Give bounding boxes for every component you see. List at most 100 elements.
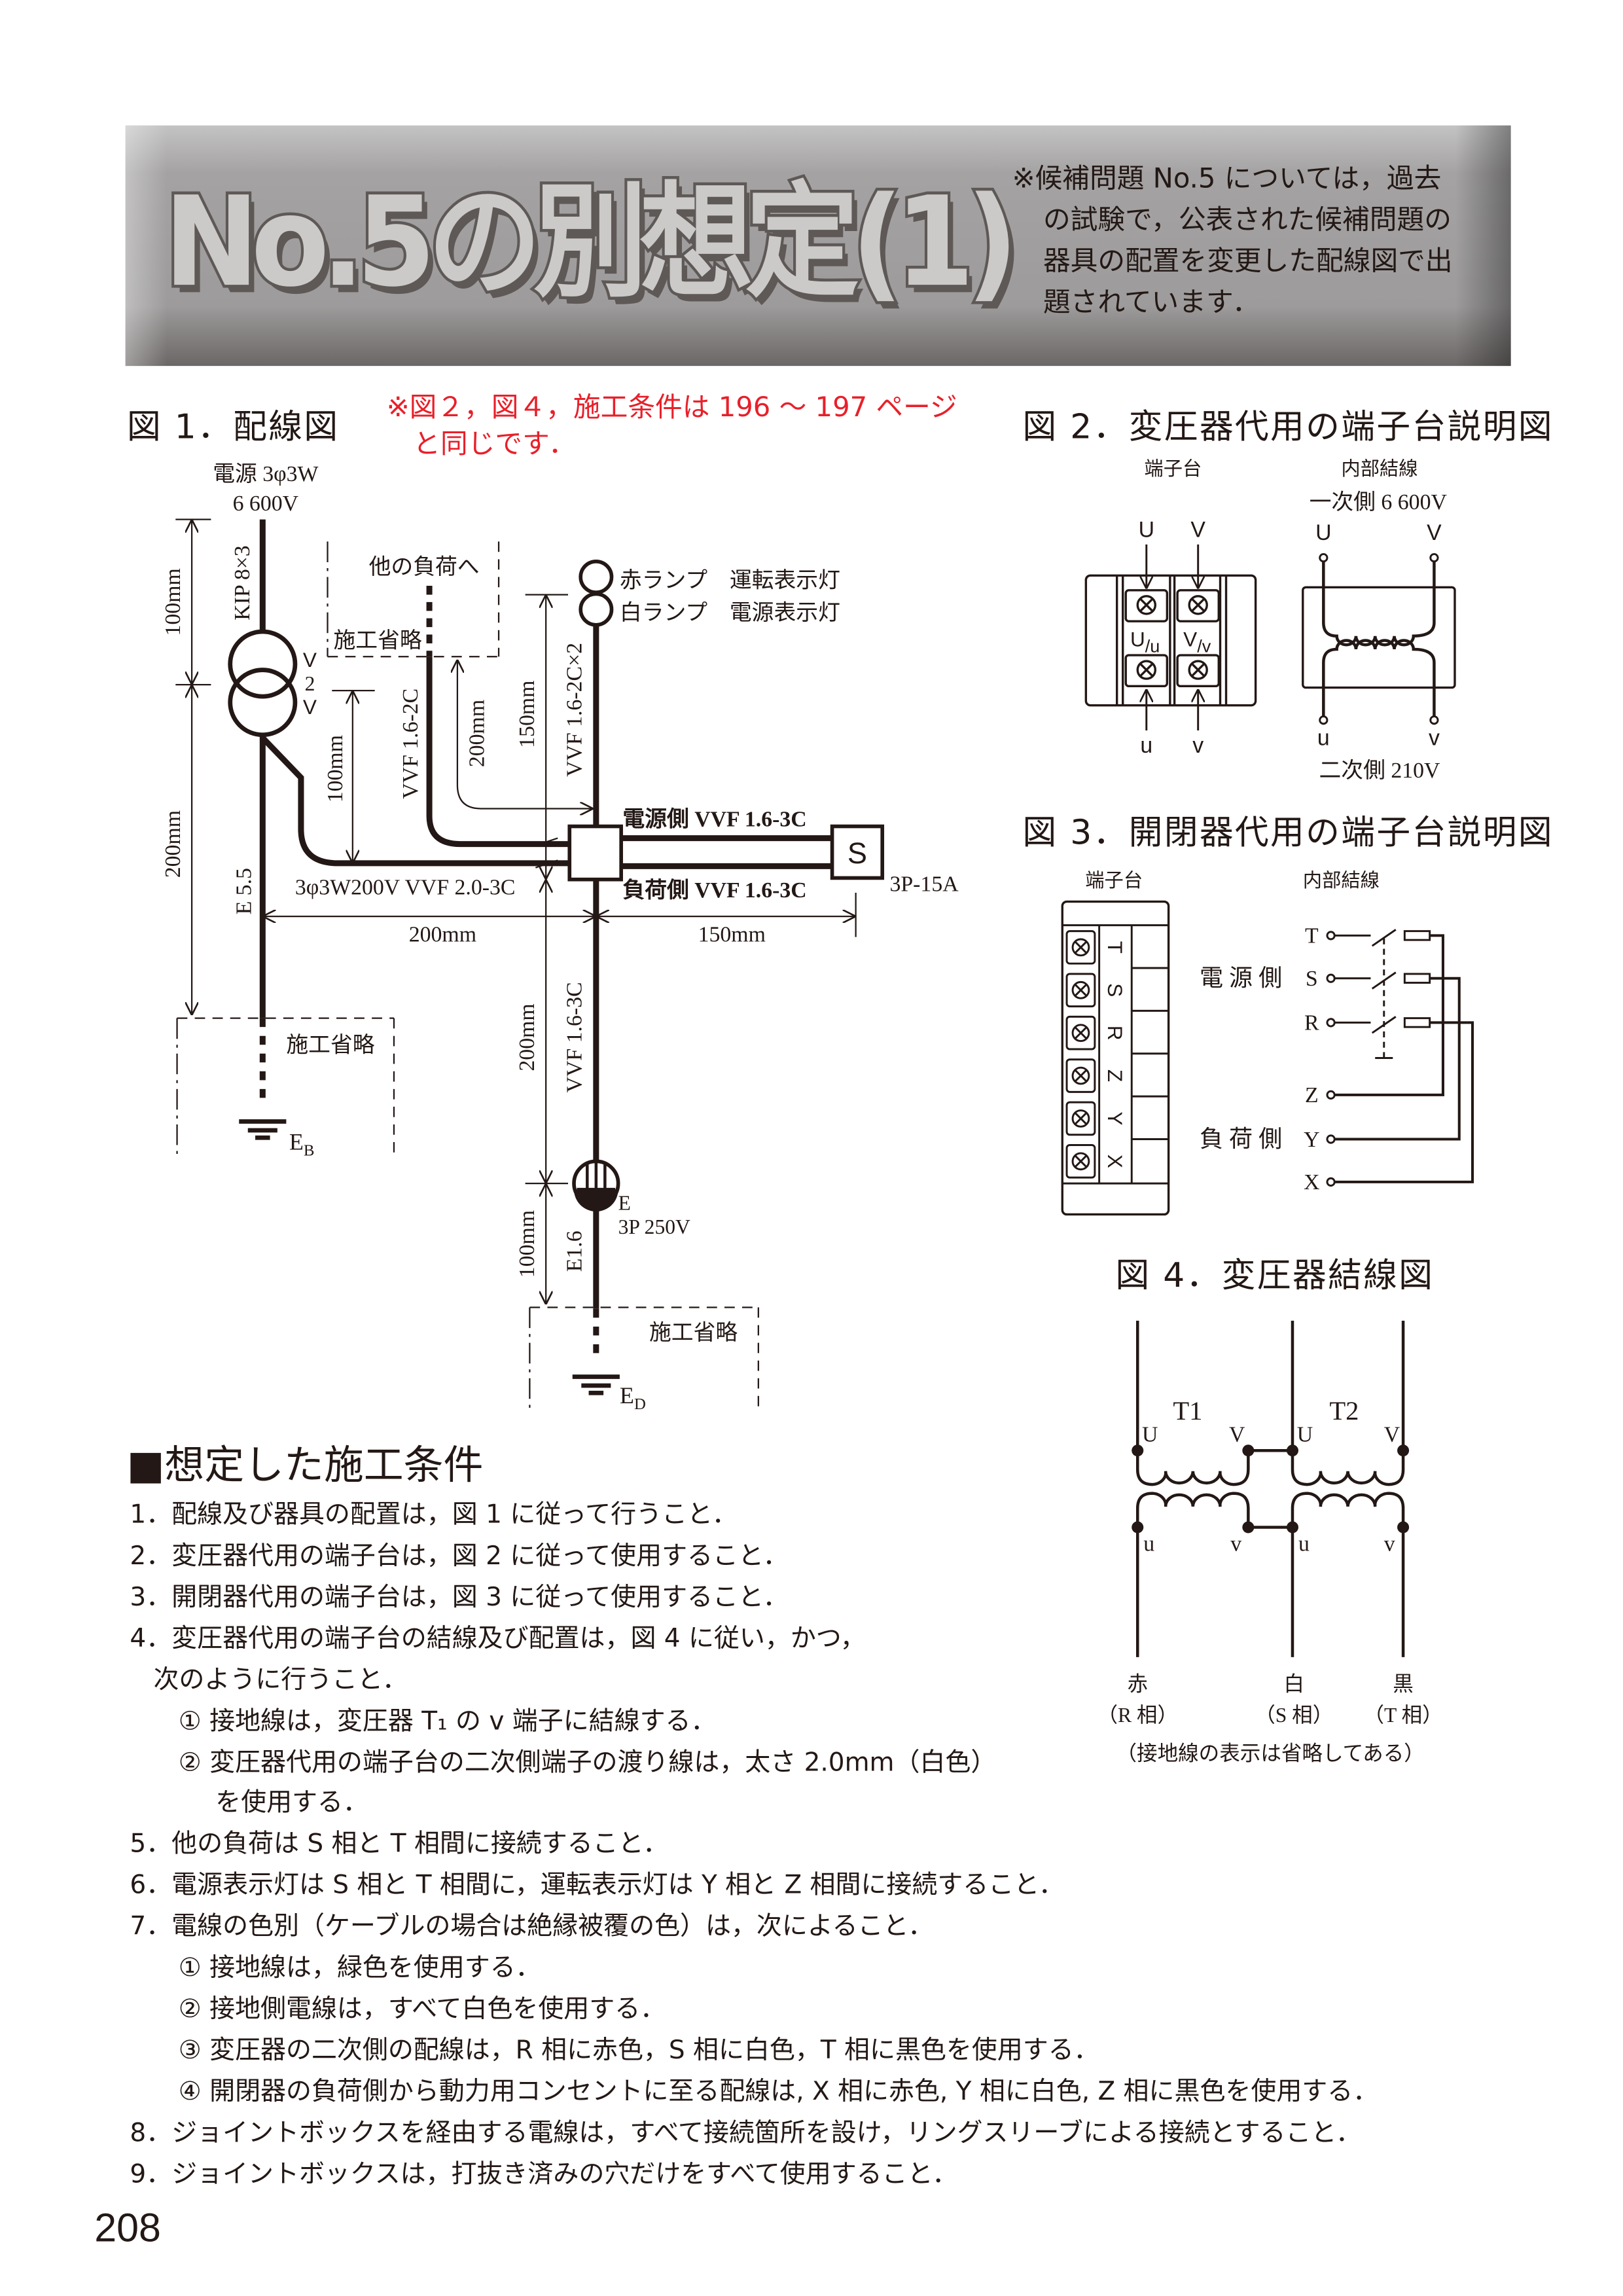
fig3-switch-terminal: 端子台 内部結線 T S R Z Y X xyxy=(1061,870,1474,1216)
block-label-T: T xyxy=(1103,941,1127,954)
t2-label: T2 xyxy=(1329,1396,1359,1426)
t2-U: U xyxy=(1297,1423,1313,1447)
dim-200mm-low: 200mm xyxy=(515,1003,539,1071)
t2-v: v xyxy=(1384,1532,1395,1556)
uu-label: U/u xyxy=(1130,627,1160,656)
terminal-dots xyxy=(1132,1444,1410,1534)
condition-line: 6．電源表示灯は S 相と T 相間に，運転表示灯は Y 相と Z 相間に接続す… xyxy=(130,1871,1064,1901)
red-note-line: ※図２，図４，施工条件は 196 ～ 197 ページ xyxy=(386,392,957,424)
condition-line: ② 接地側電線は，すべて白色を使用する． xyxy=(178,1995,666,2025)
banner-note-line: 器具の配置を変更した配線図で出 xyxy=(1043,246,1453,278)
condition-line: ④ 開閉器の負荷側から動力用コンセントに至る配線は, X 相に赤色, Y 相に白… xyxy=(178,2077,1379,2108)
outlet-e-label: E xyxy=(618,1192,631,1215)
phase-t: （T 相） xyxy=(1363,1704,1442,1727)
condition-line: 1．配線及び器具の配置は，図 1 に従って行うこと． xyxy=(130,1500,738,1530)
conditions-heading: ■想定した施工条件 xyxy=(126,1443,484,1489)
omitted-label: 施工省略 xyxy=(286,1032,374,1057)
switch-rating: 3P-15A xyxy=(889,872,959,897)
condition-line: ① 接地線は，変圧器 T₁ の v 端子に結線する． xyxy=(178,1707,717,1737)
dim-mid xyxy=(332,594,594,1305)
transformer-body xyxy=(1302,586,1456,689)
color-white: 白 xyxy=(1283,1673,1304,1696)
dim-200mm-h: 200mm xyxy=(409,922,476,946)
ground-omitted-note: （接地線の表示は省略してある） xyxy=(1116,1742,1425,1765)
terminal-R: R xyxy=(1304,1011,1319,1035)
vv-label: V xyxy=(303,695,317,719)
internal-v: v xyxy=(1429,726,1440,751)
primary-label: 一次側 6 600V xyxy=(1310,490,1448,514)
phase-r: （R 相） xyxy=(1097,1704,1178,1727)
terminal-U: U xyxy=(1139,518,1154,543)
color-red: 赤 xyxy=(1127,1673,1148,1696)
secondary-cable xyxy=(260,736,570,867)
secondary-label: 二次側 210V xyxy=(1319,758,1441,783)
eb-label: EB xyxy=(289,1128,315,1159)
terminal-block xyxy=(1061,900,1170,1216)
fig2-transformer-terminal: 端子台 内部結線 一次側 6 600V U/u V/v U V xyxy=(1084,458,1456,783)
dim-100mm-low: 100mm xyxy=(515,1210,539,1278)
internal-wiring-label: 内部結線 xyxy=(1341,458,1418,480)
dim-horizontal xyxy=(262,892,857,937)
source-voltage: 6 600V xyxy=(233,492,299,516)
condition-line: 次のように行うこと． xyxy=(153,1666,408,1696)
dim-100mm-left: 100mm xyxy=(161,568,185,636)
omitted-box-eb xyxy=(176,1017,395,1158)
terminal-v: v xyxy=(1192,733,1204,758)
power-outlet-icon xyxy=(572,1159,620,1211)
t2-V: V xyxy=(1384,1423,1400,1447)
t1-secondary-coil-icon xyxy=(1135,1492,1250,1528)
fig4-transformer-connection: T1 T2 U V U V u v u v 赤 白 黒 （R 相） （S 相） … xyxy=(1097,1320,1443,1765)
dim-150mm-h: 150mm xyxy=(698,922,766,946)
load-side-label: 負 荷 側 xyxy=(1200,1126,1282,1152)
condition-line: 8．ジョイントボックスを経由する電線は，すべて接続箇所を設け，リングスリーブによ… xyxy=(130,2119,1362,2149)
terminal-X: X xyxy=(1304,1170,1319,1194)
title-banner: No.5の別想定(1) ※候補問題 No.5 については，過去 の試験で，公表さ… xyxy=(125,125,1511,367)
dim-100mm-mid: 100mm xyxy=(323,735,348,802)
page-title: No.5の別想定(1) xyxy=(161,167,1021,317)
dim-200mm-left: 200mm xyxy=(161,810,185,878)
ground-icon xyxy=(239,1119,287,1140)
fig1-title: 図 1．配線図 xyxy=(126,408,340,448)
switch-label: S xyxy=(847,836,867,870)
condition-line: ① 接地線は，緑色を使用する． xyxy=(178,1954,541,1984)
condition-line: を使用する． xyxy=(215,1788,368,1818)
omitted-label: 施工省略 xyxy=(334,628,422,653)
fig2-title: 図 2．変圧器代用の端子台説明図 xyxy=(1022,408,1554,448)
screw-icon xyxy=(1124,589,1220,688)
source-side-label: 電 源 側 xyxy=(1200,965,1282,991)
t1-v: v xyxy=(1230,1532,1241,1556)
t1-u: u xyxy=(1143,1532,1154,1556)
screw-icon xyxy=(1065,930,1096,1179)
condition-line: ② 変圧器代用の端子台の二次側端子の渡り線は，太さ 2.0mm（白色） xyxy=(178,1748,997,1778)
banner-note-line: ※候補問題 No.5 については，過去 xyxy=(1012,164,1442,195)
vt-coil-icon xyxy=(228,629,298,699)
phase-s: （S 相） xyxy=(1255,1704,1333,1727)
condition-line: 4．変圧器代用の端子台の結線及び配置は，図 4 に従い，かつ， xyxy=(130,1624,866,1655)
vvf-16-2c-label: VVF 1.6-2C xyxy=(399,689,423,799)
omitted-label: 施工省略 xyxy=(649,1320,738,1345)
primary-coil-icon xyxy=(1322,562,1436,647)
block-label-Y: Y xyxy=(1103,1111,1127,1125)
omitted-box-other-load xyxy=(327,541,500,658)
dim-150mm-mid: 150mm xyxy=(515,681,539,748)
switch-box-icon xyxy=(830,824,885,880)
condition-line: 2．変圧器代用の端子台は，図 2 に従って使用すること． xyxy=(130,1541,789,1572)
block-label-R: R xyxy=(1103,1026,1127,1041)
terminal-block-label: 端子台 xyxy=(1085,870,1143,891)
condition-line: ③ 変圧器の二次側の配線は，R 相に赤色，S 相に白色，T 相に黒色を使用する． xyxy=(178,2036,1099,2066)
source-side-label: 電源側 VVF 1.6-3C xyxy=(622,807,806,832)
vv-label: V/v xyxy=(1183,627,1211,656)
secondary-coil-icon xyxy=(1322,639,1436,716)
fig1-wiring-diagram: 電源 3φ3W 6 600V EB KIP 8×3 V 2 V E 5.5 xyxy=(161,462,959,1414)
condition-line: 9．ジョイントボックスは，打抜き済みの穴だけをすべて使用すること． xyxy=(130,2160,958,2190)
terminal-block-label: 端子台 xyxy=(1144,458,1202,480)
terminal-T: T xyxy=(1305,924,1319,948)
t1-primary-coil-icon xyxy=(1135,1450,1250,1486)
terminal-Z: Z xyxy=(1305,1083,1319,1107)
white-lamp-icon xyxy=(579,592,614,627)
vvf-16-3c-label: VVF 1.6-3C xyxy=(562,982,586,1092)
ground-icon xyxy=(572,1374,620,1395)
vv-label: V xyxy=(303,648,317,672)
